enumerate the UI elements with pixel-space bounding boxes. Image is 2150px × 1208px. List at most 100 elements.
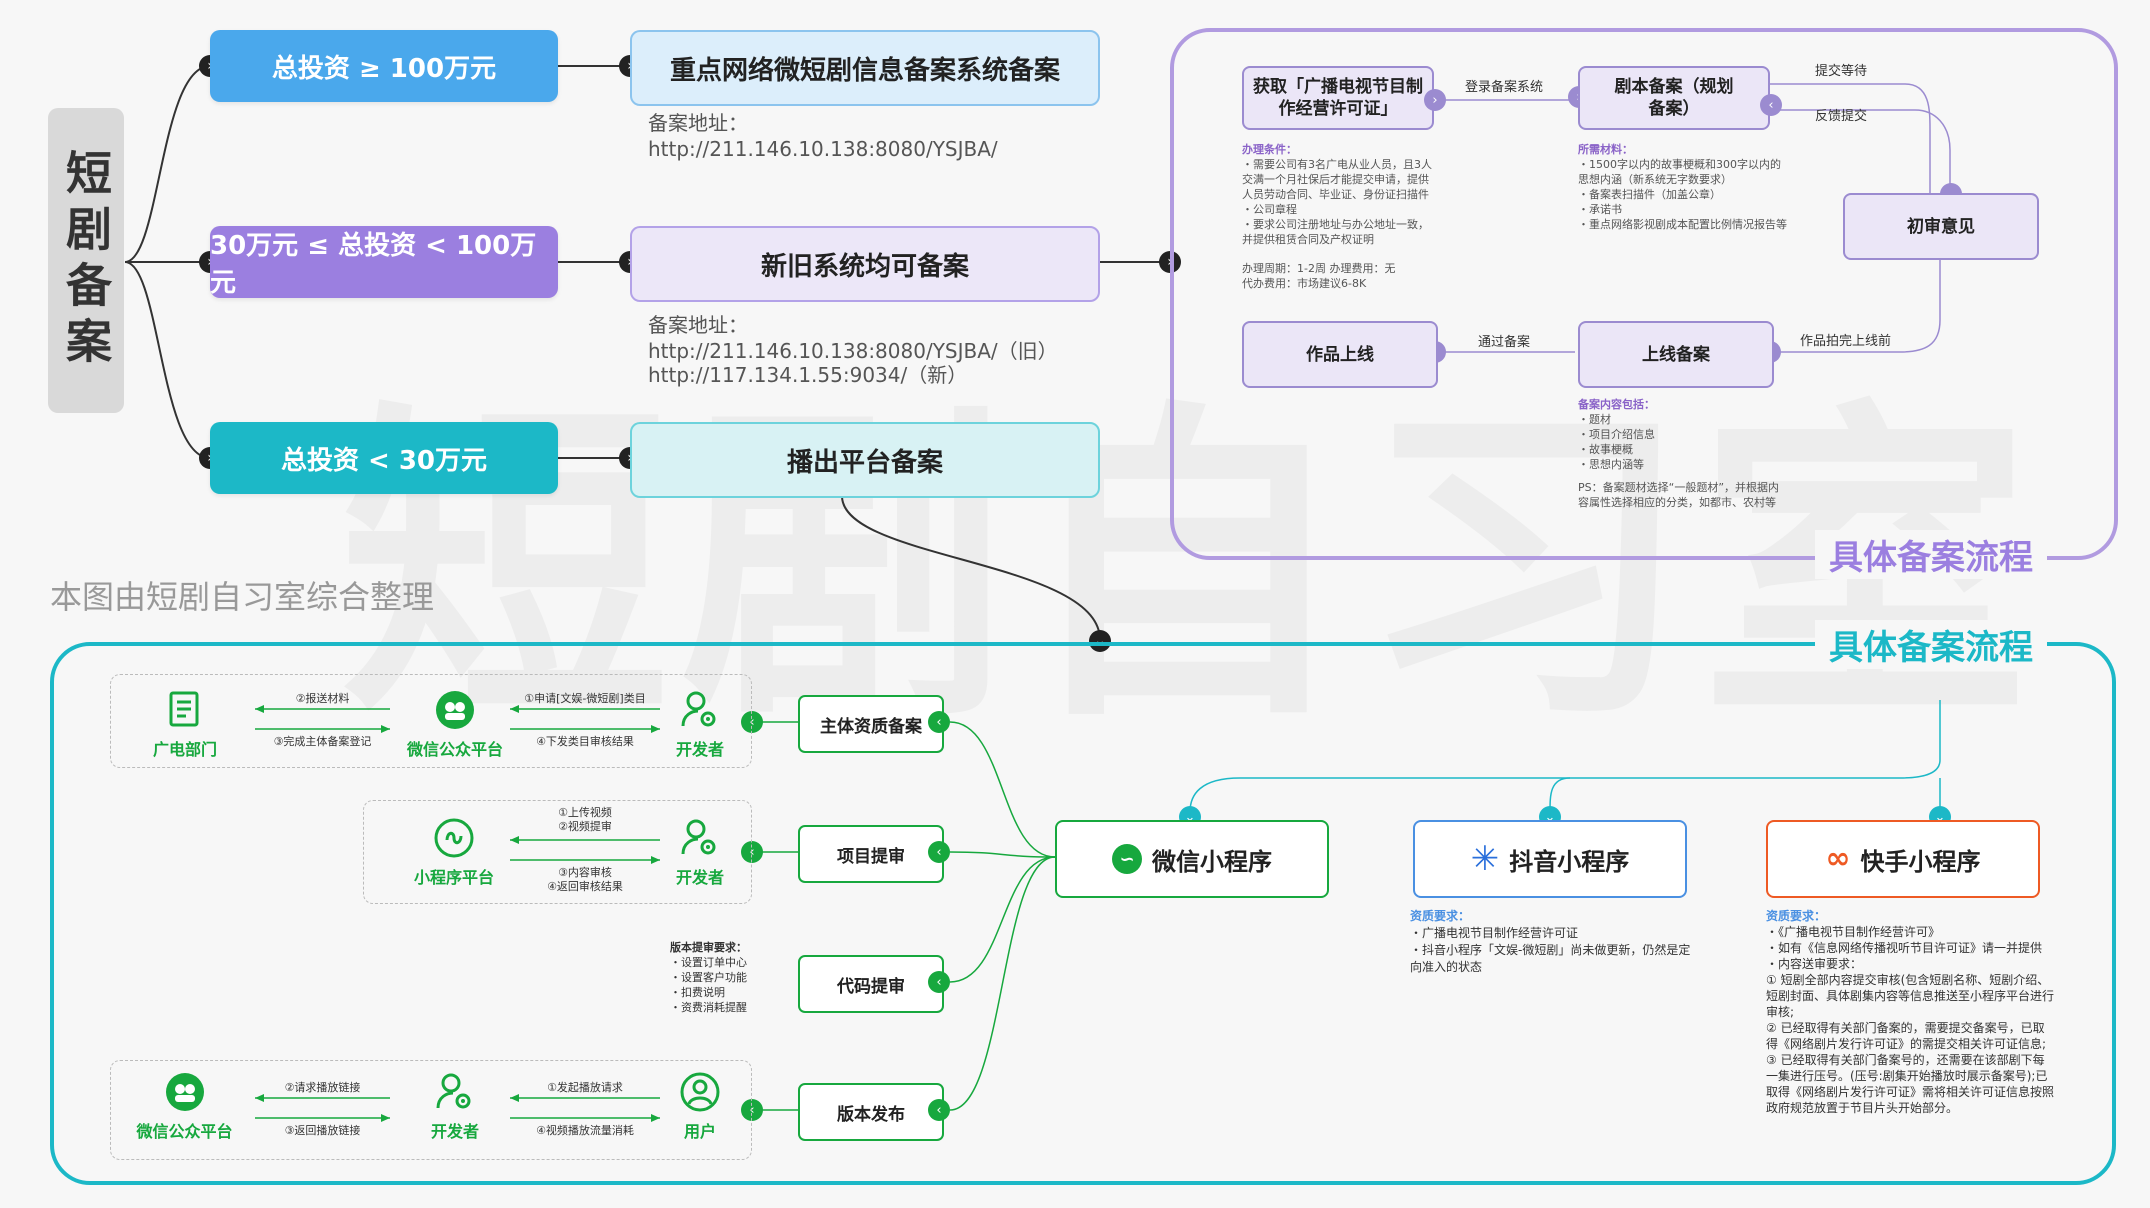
mat-line: ・承诺书 — [1578, 203, 1622, 216]
mat-line: ・重点网络影视剧成本配置比例情况报告等 — [1578, 218, 1787, 231]
row4-actor-c-label: 用户 — [683, 1122, 716, 1141]
materials-block: 所需材料： ・1500字以内的故事梗概和300字以内的 思想内涵（新系统无字数要… — [1578, 142, 1898, 232]
box-launch: 作品上线 — [1242, 321, 1438, 388]
platform-wechat-name: 微信小程序 — [1152, 847, 1272, 876]
cond-period: 办理周期：1-2周 办理费用：无 — [1242, 262, 1396, 275]
platform-kuaishou-name: 快手小程序 — [1860, 847, 1981, 876]
douyin-icon: ✳ — [1470, 839, 1500, 879]
tier-2-target: 新旧系统均可备案 — [630, 226, 1100, 302]
user-icon — [680, 1072, 720, 1112]
cond-line: 人员劳动合同、毕业证、身份证扫描件 — [1242, 188, 1429, 201]
to-bottom-dot: ⌄ — [1089, 630, 1111, 652]
kuaishou-req-line: 短剧封面、具体剧集内容等信息推送至小程序平台进行 — [1766, 989, 2055, 1003]
kuaishou-req-line: 取得《网络剧片发行许可证》需将相关许可证信息按照 — [1766, 1085, 2055, 1099]
kuaishou-req-line: ① 短剧全部内容提交审核(包含短剧名称、短剧介绍、 — [1766, 973, 2050, 987]
cond-line: ・要求公司注册地址与办公地址一致， — [1242, 218, 1429, 231]
ps-line: PS：备案题材选择“一般题材”，并根据内 — [1578, 481, 1780, 494]
kuaishou-req-block: 资质要求： ・《广播电视节目制作经营许可》 ・如有《信息网络传播视听节目许可证》… — [1766, 908, 2086, 1116]
kuaishou-req-line: 政府规范放置于节目片头开始部分。 — [1766, 1101, 1959, 1115]
douyin-req-block: 资质要求： ・广播电视节目制作经营许可证 ・抖音小程序「文娱-微短剧」尚未做更新… — [1410, 908, 1720, 976]
platform-kuaishou: ∞ 快手小程序 — [1766, 820, 2040, 898]
row1-ab-bottom: ③完成主体备案登记 — [273, 735, 372, 748]
cond-line: 交满一个月社保后才能提交申请，提供 — [1242, 173, 1429, 186]
document-icon — [165, 690, 205, 730]
box-script: 剧本备案（规划备案） — [1578, 66, 1770, 130]
tier-2-addr-line-2: http://117.134.1.55:9034/（新） — [648, 363, 968, 387]
wechat-official-icon — [435, 690, 475, 730]
version-req-block: 版本提审要求： ・设置订单中心 ・设置客户功能 ・扣费说明 ・资费消耗提醒 — [670, 940, 790, 1015]
kuaishou-req-line: ③ 已经取得有关部门备案号的，还需要在该部剧下每 — [1766, 1053, 2045, 1067]
tier-1-box: 总投资 ≥ 100万元 — [210, 30, 558, 102]
content-line: ・项目介绍信息 — [1578, 428, 1655, 441]
content-line: ・题材 — [1578, 413, 1611, 426]
step-1-box: 主体资质备案 — [798, 695, 944, 753]
kuaishou-icon: ∞ — [1825, 841, 1851, 876]
row4-actor-a-label: 微信公众平台 — [136, 1122, 233, 1141]
version-req-line: ・设置订单中心 — [670, 956, 747, 969]
row2-actor-a: 小程序平台 — [398, 818, 510, 888]
row2-actor-a-label: 小程序平台 — [413, 868, 494, 887]
credit-text: 本图由短剧自习室综合整理 — [50, 578, 435, 616]
step-4-right-circle: ‹ — [928, 1099, 950, 1121]
mat-line: 思想内涵（新系统无字数要求） — [1578, 173, 1732, 186]
version-req-line: ・资费消耗提醒 — [670, 1001, 747, 1014]
bottom-frame — [50, 642, 2116, 1185]
tier-1-target: 重点网络微短剧信息备案系统备案 — [630, 30, 1100, 106]
kuaishou-req-line: ・如有《信息网络传播视听节目许可证》请一并提供 — [1766, 941, 2043, 955]
box-online-record: 上线备案 — [1578, 321, 1774, 388]
row2-ac-bottom-line: ③内容审核 — [558, 866, 612, 879]
row2-ac-top-line: ②视频提审 — [558, 820, 612, 833]
row1-actor-c: 开发者 — [665, 690, 735, 760]
mat-title: 所需材料： — [1578, 143, 1633, 156]
row1-actor-c-label: 开发者 — [675, 740, 724, 759]
wechat-mini-icon: ∽ — [1112, 844, 1142, 874]
lbl-submit: 提交等待 — [1815, 64, 1868, 79]
kuaishou-req-line: 审核; — [1766, 1005, 1795, 1019]
douyin-req-line: ・广播电视节目制作经营许可证 — [1410, 926, 1579, 940]
kuaishou-req-line: 一集进行压号。(压号:剧集开始播放时展示备案号);已 — [1766, 1069, 2048, 1083]
step-1-right-circle: ‹ — [928, 711, 950, 733]
row2-ac-bottom: ③内容审核 ④返回审核结果 — [510, 866, 660, 894]
kuaishou-req-line: ・内容送审要求： — [1766, 957, 1863, 971]
row4-actor-b: 开发者 — [415, 1072, 495, 1142]
main-title: 短剧备案 — [59, 148, 113, 373]
lbl-login: 登录备案系统 — [1465, 80, 1544, 95]
step-3-box: 代码提审 — [798, 955, 944, 1013]
cond-agent: 代办费用：市场建议6-8K — [1242, 277, 1367, 290]
version-req-line: ・设置客户功能 — [670, 971, 747, 984]
content-title: 备案内容包括： — [1578, 398, 1655, 411]
row4-bc-top: ①发起播放请求 — [547, 1081, 623, 1094]
row-2-dashbox — [363, 800, 752, 904]
row1-bc-top: ①申请[文娱-微短剧]类目 — [524, 692, 646, 705]
platform-wechat: ∽ 微信小程序 — [1055, 820, 1329, 898]
row1-actor-b: 微信公众平台 — [395, 690, 515, 760]
step-4-box: 版本发布 — [798, 1083, 944, 1141]
douyin-req-title: 资质要求： — [1410, 909, 1471, 923]
developer-icon — [680, 690, 720, 730]
tier-3-target: 播出平台备案 — [630, 422, 1100, 498]
row2-actor-c: 开发者 — [665, 818, 735, 888]
douyin-req-line: ・抖音小程序「文娱-微短剧」尚未做更新，仍然是定 — [1410, 943, 1691, 957]
step-2-box: 项目提审 — [798, 825, 944, 883]
tier-1-addr-title: 备案地址： — [648, 111, 748, 135]
wechat-official-icon — [165, 1072, 205, 1112]
lbl-feedback: 反馈提交 — [1815, 109, 1868, 124]
row2-actor-c-label: 开发者 — [675, 868, 724, 887]
box-review: 初审意见 — [1843, 193, 2039, 260]
row4-actor-c: 用户 — [665, 1072, 735, 1142]
lbl-pass: 通过备案 — [1478, 335, 1531, 350]
row1-actor-a: 广电部门 — [140, 690, 230, 760]
lbl-before: 作品拍完上线前 — [1800, 334, 1892, 349]
row4-ab-bottom: ③返回播放链接 — [284, 1124, 361, 1137]
row2-ac-top: ①上传视频 ②视频提审 — [510, 806, 660, 834]
row4-actor-a: 微信公众平台 — [122, 1072, 247, 1142]
developer-icon — [680, 818, 720, 858]
cond-line: ・需要公司有3名广电从业人员，且3人 — [1242, 158, 1432, 171]
main-title-box: 短剧备案 — [48, 108, 124, 413]
ps-line: 容属性选择相应的分类，如都市、农村等 — [1578, 496, 1776, 509]
step-3-right-circle: ‹ — [928, 971, 950, 993]
tier-2-addr-line-1: http://211.146.10.138:8080/YSJBA/（旧） — [648, 339, 1058, 363]
platform-douyin: ✳ 抖音小程序 — [1413, 820, 1687, 898]
row4-bc-bottom: ④视频播放流量消耗 — [536, 1124, 634, 1137]
